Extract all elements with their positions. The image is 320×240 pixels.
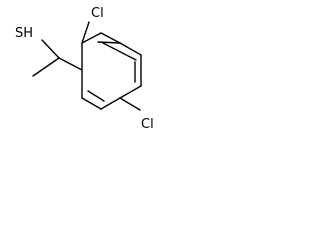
bond-chiral-carbon-to-methyl <box>32 57 60 77</box>
ring-bond-c7-c8 <box>81 97 102 110</box>
thiol-label: SH <box>15 26 33 41</box>
bond-chiral-carbon-to-sh <box>41 39 60 59</box>
ring-bond-c5-c6 <box>119 85 142 99</box>
ring-bond-c1-c2 <box>81 32 102 44</box>
chlorine-top-label: Cl <box>91 6 104 21</box>
bond-ring-to-cl-top <box>81 21 90 44</box>
bond-ring-to-cl-bottom <box>119 97 141 111</box>
chlorine-bottom-label: Cl <box>141 117 154 132</box>
ring-bond-c6-c7 <box>100 97 121 110</box>
structure-diagram: SH Cl Cl <box>15 6 154 132</box>
ring-bond-c2-c3 <box>100 32 121 44</box>
ring-bond-c3-c4 <box>119 42 142 56</box>
ring-double-bond-top-right <box>102 42 137 61</box>
ring-double-bond-bottom-left <box>87 90 105 102</box>
bond-ring-to-chiral-carbon <box>58 57 83 71</box>
ring-edge-top <box>97 41 121 44</box>
